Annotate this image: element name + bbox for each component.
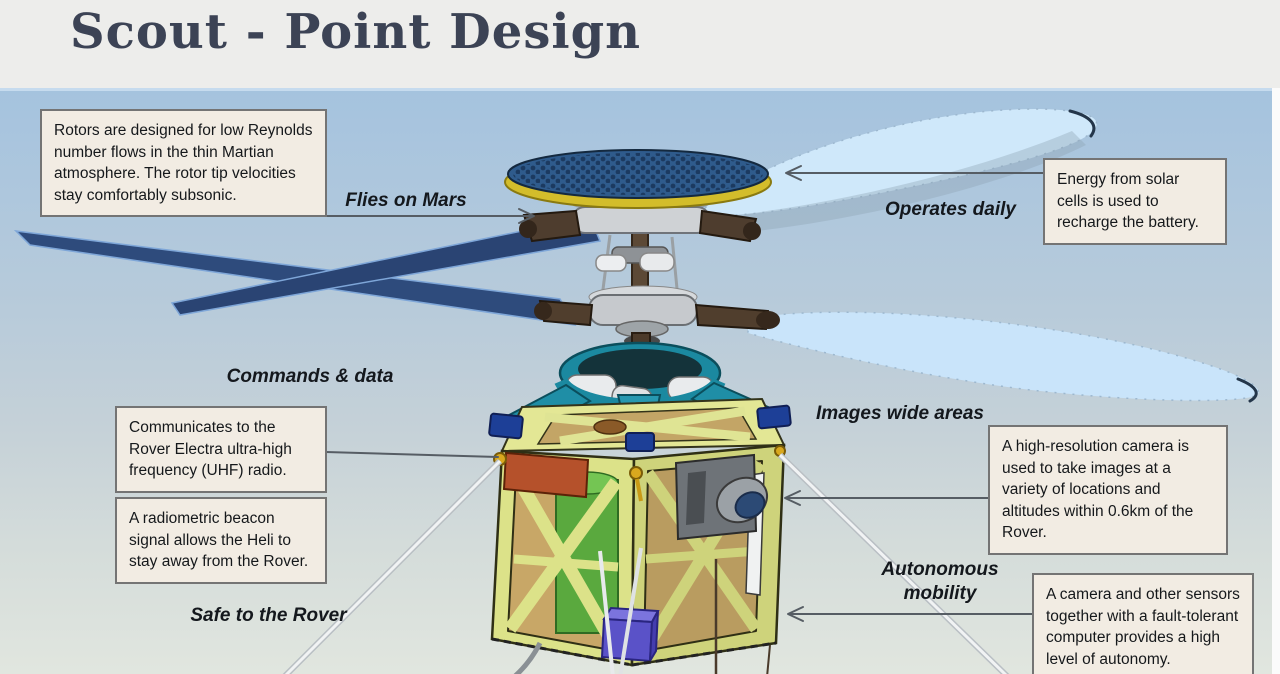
arrow-flies-on-mars — [325, 208, 535, 224]
callout-rotors: Rotors are designed for low Reynolds num… — [40, 109, 327, 217]
label-images-wide-areas: Images wide areas — [816, 403, 984, 424]
electronics-box — [502, 451, 590, 499]
camera — [674, 453, 768, 541]
callout-energy: Energy from solar cells is used to recha… — [1043, 158, 1227, 245]
label-safe-to-rover: Safe to the Rover — [190, 605, 347, 626]
label-autonomous-mobility: Autonomous mobility — [881, 559, 999, 604]
rotor-blade-upper-right — [704, 108, 1098, 235]
rotor-blade-upper-left — [170, 216, 602, 316]
arrow-operates-daily — [785, 165, 1044, 181]
page-title: Scout - Point Design — [70, 4, 642, 60]
arrow-camera — [784, 490, 989, 506]
callout-beacon: A radiometric beacon signal allows the H… — [115, 497, 327, 584]
scout-helicopter-illustration — [13, 108, 1260, 674]
callout-arrows — [325, 165, 1044, 622]
label-commands-data: Commands & data — [226, 366, 394, 387]
slide-canvas: Rotors are designed for low Reynolds num… — [0, 88, 1272, 674]
callout-autonomy: A camera and other sensors together with… — [1032, 573, 1254, 674]
label-operates-daily: Operates daily — [885, 199, 1016, 220]
rotor-blade-lower-right — [747, 311, 1260, 403]
callout-camera: A high-resolution camera is used to take… — [988, 425, 1228, 555]
fuselage-cube — [488, 397, 792, 667]
callout-comms: Communicates to the Rover Electra ultra-… — [115, 406, 327, 493]
label-flies-on-mars: Flies on Mars — [345, 190, 467, 211]
landing-legs — [282, 452, 1010, 674]
arrow-autonomy — [787, 606, 1034, 622]
slide-title-bar: Scout - Point Design — [0, 0, 1280, 88]
connector-comms — [325, 451, 499, 458]
solar-panel — [504, 149, 772, 209]
